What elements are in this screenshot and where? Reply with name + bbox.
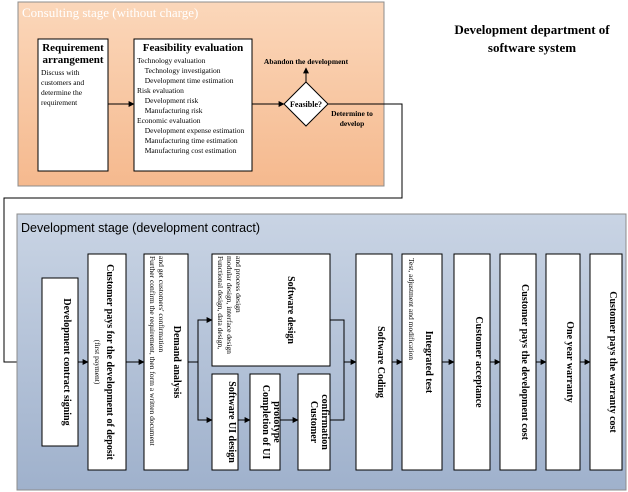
consulting-stage-label: Consulting stage (without charge) xyxy=(22,5,198,20)
requirement-desc-4: requirement xyxy=(41,98,78,107)
box-deposit xyxy=(87,253,127,471)
feasibility-line: Development risk xyxy=(141,96,199,105)
requirement-arrangement-box xyxy=(37,38,109,172)
header-title-line1: Development department of xyxy=(454,22,610,37)
arrow-confirmation-to-coding xyxy=(330,362,345,421)
box-software-design xyxy=(211,253,331,367)
requirement-title-1: Requirement xyxy=(42,42,104,54)
ui-prototype-label-2: prototype xyxy=(271,401,282,443)
pays-development-label: Customer pays the development cost xyxy=(519,284,530,441)
ui-design-label: Software UI design xyxy=(226,381,237,463)
deposit-title: Customer pays for the development of dep… xyxy=(104,264,115,460)
requirement-desc-3: determine the xyxy=(41,88,83,97)
demand-desc-1: Further confirm the requirement, then fo… xyxy=(148,256,157,447)
pays-warranty-label: Customer pays the warranty cost xyxy=(607,291,618,433)
box-pays-development xyxy=(499,253,537,471)
box-ui-prototype xyxy=(249,373,281,471)
box-customer-acceptance xyxy=(453,253,491,471)
confirmation-label-2: confirmation xyxy=(319,394,330,450)
feasibility-line: Risk evaluation xyxy=(137,86,184,95)
box-customer-confirmation xyxy=(297,373,331,471)
software-design-desc-1: Functional design, data design, xyxy=(216,256,225,349)
box-software-coding xyxy=(355,253,393,471)
feasibility-line: Technology evaluation xyxy=(137,56,206,65)
ui-prototype-label-1: Completion of UI xyxy=(260,385,271,460)
determine-label-2: develop xyxy=(340,119,365,128)
requirement-desc-1: Discuss with xyxy=(41,68,80,77)
abandon-label: Abandon the development xyxy=(264,57,349,66)
header-title-line2: software system xyxy=(488,40,576,55)
feasibility-title: Feasibility evaluation xyxy=(143,42,244,54)
feasibility-line: Development time estimation xyxy=(141,76,234,85)
software-design-title: Software design xyxy=(285,276,296,344)
integrated-test-desc: Test, adjustment and modification xyxy=(407,258,416,360)
feasibility-line: Manufacturing time estimation xyxy=(141,136,238,145)
requirement-title-2: arrangement xyxy=(42,54,103,66)
acceptance-label: Customer acceptance xyxy=(473,316,484,408)
feasibility-line: Economic evaluation xyxy=(137,116,201,125)
arrow-demand-to-software-design xyxy=(197,317,213,362)
box-integrated-test xyxy=(401,253,443,471)
software-design-desc-2: modular design, interface design xyxy=(225,256,234,354)
feasibility-line: Development expense estimation xyxy=(141,126,245,135)
confirmation-label-1: Customer xyxy=(308,401,319,444)
demand-desc-2: and get customers' confirmation xyxy=(157,256,166,352)
software-design-desc-3: and process design xyxy=(234,256,243,313)
demand-title: Demand analysis xyxy=(171,326,182,399)
feasibility-line: Manufacturing risk xyxy=(141,106,203,115)
box-ui-design xyxy=(211,373,239,471)
arrow-design-to-coding xyxy=(330,319,357,365)
box-warranty xyxy=(545,253,581,471)
feasibility-evaluation-box xyxy=(133,38,253,172)
box-pays-warranty xyxy=(589,253,623,471)
decision-label: Feasible? xyxy=(290,100,322,109)
development-stage-label: Development stage (development contract) xyxy=(21,221,260,235)
box-contract-signing xyxy=(41,277,79,447)
feasibility-line: Technology investigation xyxy=(141,66,221,75)
determine-label-1: Determine to xyxy=(331,109,373,118)
box-demand-analysis xyxy=(143,253,189,471)
arrow-demand-to-ui-design xyxy=(197,362,213,423)
contract-label: Development contract signing xyxy=(61,298,72,425)
requirement-desc-2: customers and xyxy=(41,78,84,87)
integrated-test-title: Integrated test xyxy=(423,331,434,394)
connector-to-development xyxy=(3,103,403,365)
deposit-sub: (first payment) xyxy=(93,340,102,385)
coding-label: Software Coding xyxy=(375,326,386,398)
feasibility-line: Manufacturing cost estimation xyxy=(141,146,237,155)
warranty-label: One year warranty xyxy=(564,321,575,402)
feasible-decision-diamond xyxy=(283,81,329,127)
